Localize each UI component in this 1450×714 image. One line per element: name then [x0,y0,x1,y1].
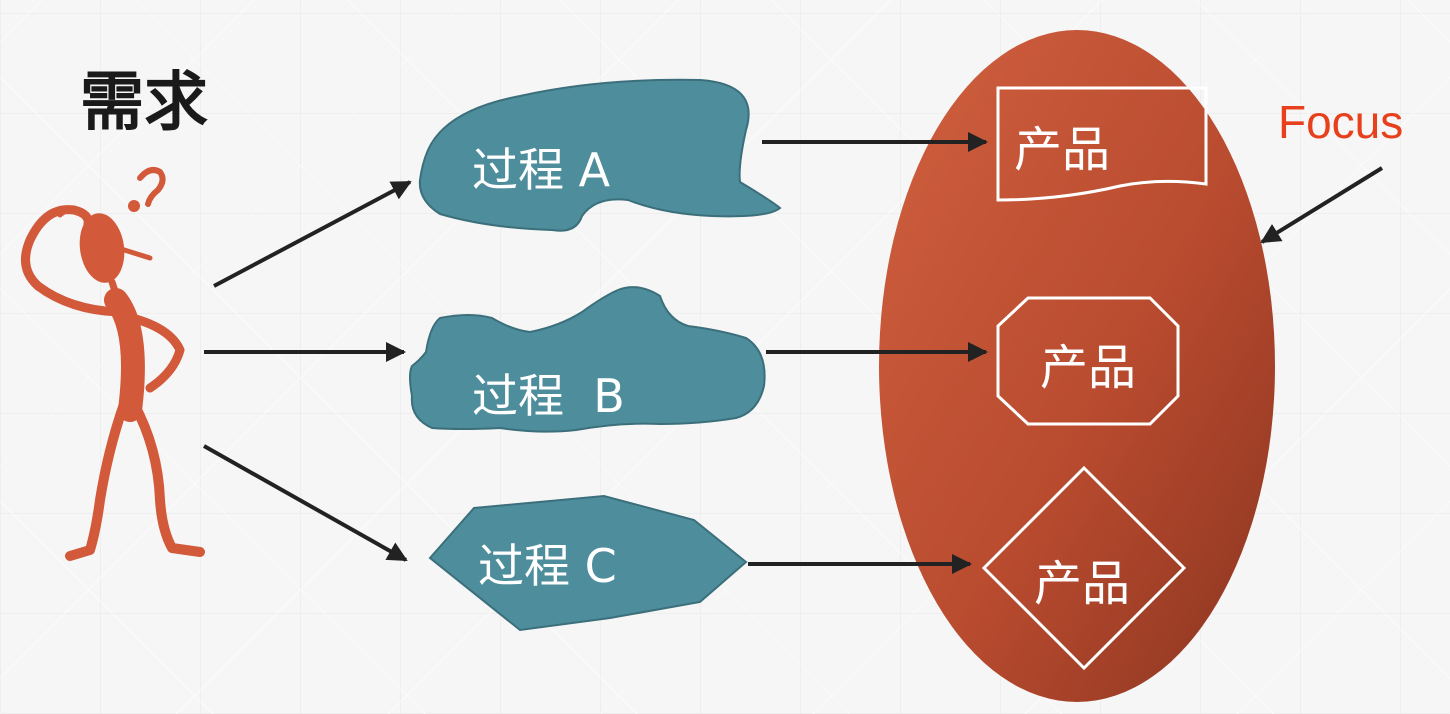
process-b-shape [409,286,766,433]
product-c-shape [981,465,1187,671]
question-mark-icon [128,167,166,212]
process-a-label: 过程 A [472,143,611,197]
focus-ellipse [879,30,1275,702]
product-a-label: 产品 [1014,122,1110,178]
focus-label: Focus [1278,96,1403,148]
title-text: 需求 [80,66,208,140]
arrow-to-process-c [203,444,408,562]
arrow-to-process-a [213,180,412,288]
process-b-label: 过程 B [472,369,625,423]
product-b-label: 产品 [1040,340,1136,396]
process-c-label: 过程 C [478,539,617,593]
process-a-shape [418,78,782,232]
focus-arrow [1260,166,1384,244]
product-b-shape [996,296,1180,426]
product-a-shape [996,86,1208,202]
confused-person-icon [21,205,205,561]
process-c-shape [428,494,748,632]
product-c-label: 产品 [1034,556,1130,612]
